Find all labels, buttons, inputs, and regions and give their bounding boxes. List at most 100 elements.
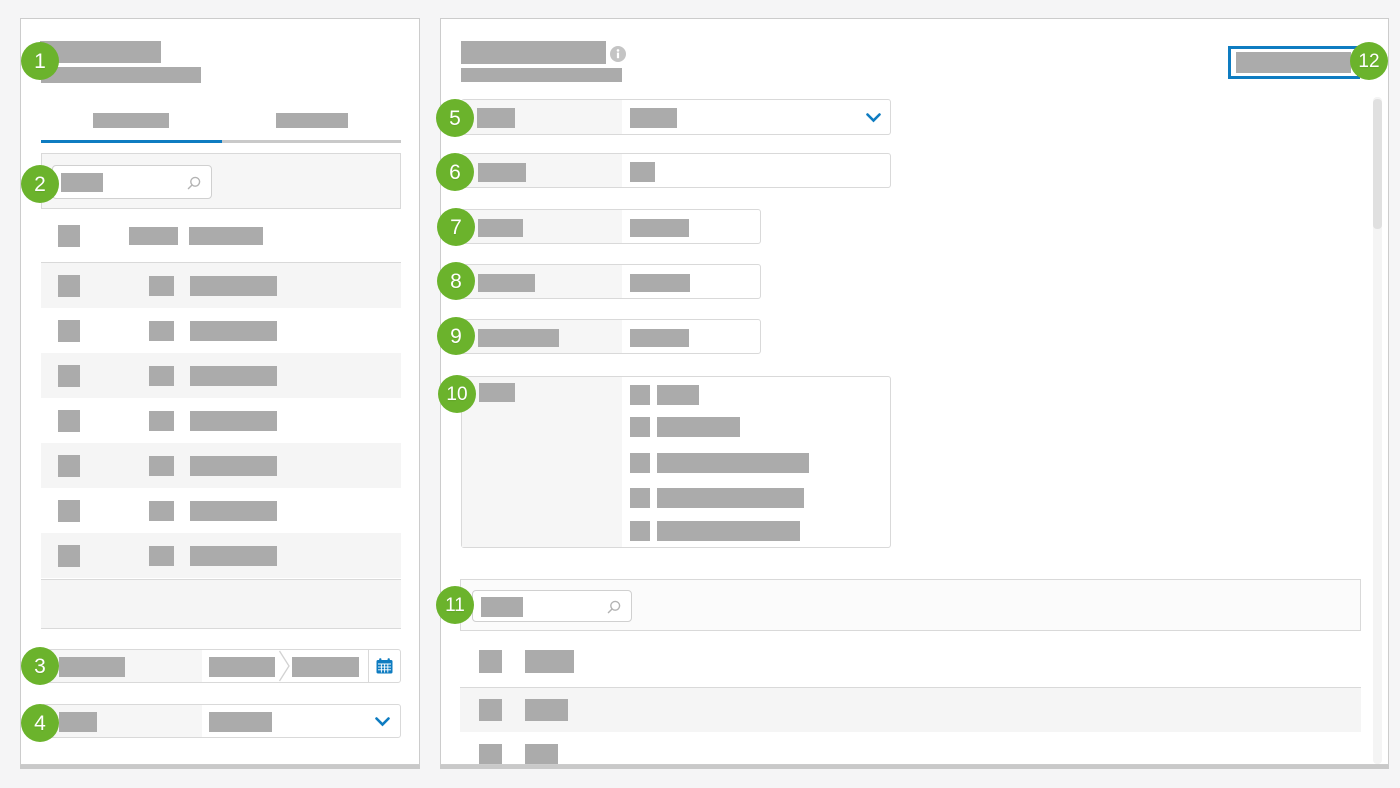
inactive-tab-underline bbox=[222, 140, 401, 143]
option-label-placeholder bbox=[657, 521, 800, 541]
form-dropdown-value-placeholder bbox=[630, 108, 677, 128]
option-label-placeholder bbox=[657, 453, 809, 473]
calendar-cell-divider bbox=[368, 650, 369, 682]
table-search-toolbar bbox=[41, 153, 401, 209]
search-input[interactable] bbox=[52, 165, 212, 199]
form-text-field-1-value-placeholder bbox=[630, 162, 655, 182]
checkbox-group-label-placeholder bbox=[479, 383, 515, 402]
option-label-placeholder bbox=[657, 488, 804, 508]
form-text-field-2-label-placeholder bbox=[478, 219, 523, 237]
table-row[interactable] bbox=[41, 533, 401, 578]
callout-8: 8 bbox=[437, 262, 475, 300]
row-cell-1-placeholder bbox=[149, 276, 174, 296]
row-checkbox[interactable] bbox=[479, 744, 502, 764]
table-row[interactable] bbox=[460, 632, 1361, 687]
row-cell-1-placeholder bbox=[149, 501, 174, 521]
table-row[interactable] bbox=[41, 488, 401, 533]
callout-2: 2 bbox=[21, 165, 59, 203]
select-all-checkbox[interactable] bbox=[58, 225, 80, 247]
row-cell-1-placeholder bbox=[149, 411, 174, 431]
date-range-label-placeholder bbox=[59, 657, 125, 677]
button-label-placeholder bbox=[1236, 52, 1351, 73]
row-checkbox[interactable] bbox=[58, 545, 80, 567]
callout-6: 6 bbox=[436, 153, 474, 191]
chevron-down-icon bbox=[866, 113, 881, 123]
option-checkbox[interactable] bbox=[630, 417, 650, 437]
table-row[interactable] bbox=[460, 688, 1361, 732]
table-row[interactable] bbox=[41, 353, 401, 398]
row-cell-2-placeholder bbox=[190, 321, 277, 341]
row-cell-2-placeholder bbox=[190, 546, 277, 566]
calendar-icon[interactable] bbox=[376, 658, 393, 674]
tab-second-label-placeholder bbox=[276, 113, 348, 128]
option-label-placeholder bbox=[657, 417, 740, 437]
callout-4: 4 bbox=[21, 704, 59, 742]
detail-table-divider bbox=[460, 687, 1361, 688]
panel-title-placeholder bbox=[40, 41, 161, 63]
option-checkbox[interactable] bbox=[630, 385, 650, 405]
row-checkbox[interactable] bbox=[58, 455, 80, 477]
row-checkbox[interactable] bbox=[58, 410, 80, 432]
form-text-field-1[interactable] bbox=[461, 153, 891, 188]
callout-1: 1 bbox=[21, 42, 59, 80]
row-cell-1-placeholder bbox=[149, 456, 174, 476]
dropdown-label-placeholder bbox=[59, 712, 97, 732]
detail-table-search-toolbar bbox=[460, 579, 1361, 631]
row-cell-1-placeholder bbox=[149, 546, 174, 566]
date-from-value-placeholder bbox=[209, 657, 275, 677]
date-range-field[interactable] bbox=[41, 649, 401, 683]
form-text-field-4[interactable] bbox=[461, 319, 761, 354]
row-cell-2-placeholder bbox=[190, 456, 277, 476]
column-header-2-placeholder bbox=[189, 227, 263, 245]
form-text-field-3[interactable] bbox=[461, 264, 761, 299]
callout-7: 7 bbox=[437, 208, 475, 246]
detail-search-placeholder-text bbox=[481, 597, 523, 617]
form-dropdown-label-placeholder bbox=[477, 108, 515, 128]
table-row[interactable] bbox=[41, 308, 401, 353]
form-dropdown-field[interactable] bbox=[461, 99, 891, 135]
detail-search-input[interactable] bbox=[472, 590, 632, 622]
search-icon[interactable] bbox=[186, 175, 202, 191]
info-icon[interactable] bbox=[610, 46, 626, 62]
tab-first[interactable] bbox=[41, 107, 222, 140]
row-cell-1-placeholder bbox=[149, 366, 174, 386]
table-row[interactable] bbox=[460, 732, 1361, 764]
row-checkbox[interactable] bbox=[479, 699, 502, 721]
chevron-down-icon bbox=[375, 717, 390, 727]
filter-dropdown-field[interactable] bbox=[41, 704, 401, 738]
callout-11: 11 bbox=[436, 586, 474, 624]
row-cell-2-placeholder bbox=[190, 276, 277, 296]
row-checkbox[interactable] bbox=[58, 320, 80, 342]
row-cell-placeholder bbox=[525, 699, 568, 721]
detail-subtitle-placeholder bbox=[461, 68, 622, 82]
table-row[interactable] bbox=[41, 398, 401, 443]
row-cell-2-placeholder bbox=[190, 411, 277, 431]
table-row[interactable] bbox=[41, 263, 401, 308]
table-row[interactable] bbox=[41, 443, 401, 488]
left-filter-panel bbox=[20, 18, 420, 765]
callout-5: 5 bbox=[436, 99, 474, 137]
form-text-field-4-label-placeholder bbox=[478, 329, 559, 347]
option-checkbox[interactable] bbox=[630, 488, 650, 508]
row-cell-placeholder bbox=[525, 744, 558, 764]
row-checkbox[interactable] bbox=[58, 275, 80, 297]
callout-10: 10 bbox=[438, 375, 476, 413]
scrollbar-track[interactable] bbox=[1373, 97, 1382, 764]
callout-12: 12 bbox=[1350, 42, 1388, 80]
row-checkbox[interactable] bbox=[58, 500, 80, 522]
option-checkbox[interactable] bbox=[630, 453, 650, 473]
form-text-field-2[interactable] bbox=[461, 209, 761, 244]
option-checkbox[interactable] bbox=[630, 521, 650, 541]
tab-second[interactable] bbox=[222, 107, 401, 140]
scrollbar-thumb[interactable] bbox=[1373, 99, 1382, 229]
row-checkbox[interactable] bbox=[58, 365, 80, 387]
row-checkbox[interactable] bbox=[479, 650, 502, 673]
active-tab-underline bbox=[41, 140, 222, 143]
row-cell-1-placeholder bbox=[149, 321, 174, 341]
search-icon[interactable] bbox=[606, 599, 622, 615]
primary-action-button[interactable] bbox=[1228, 46, 1360, 79]
table-header-divider bbox=[41, 262, 401, 263]
option-label-placeholder bbox=[657, 385, 699, 405]
row-cell-2-placeholder bbox=[190, 501, 277, 521]
callout-3: 3 bbox=[21, 647, 59, 685]
